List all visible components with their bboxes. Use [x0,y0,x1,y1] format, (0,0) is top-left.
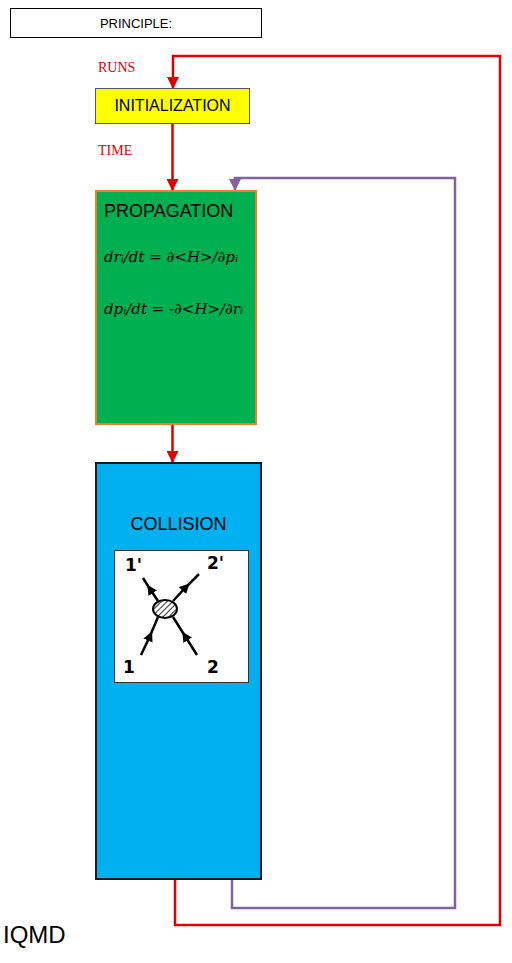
process-box: PROPAGATION drᵢ/dt = ∂<H>/∂pᵢ dpᵢ/dt = -∂<… [95,190,257,425]
particle-number: 2' [207,553,224,573]
loop-label: TIME [98,143,132,159]
loop-label: RUNS [98,60,135,76]
equation: dpᵢ/dt = -∂<H>/∂rᵢ [104,300,243,318]
box-heading: COLLISION [130,514,226,535]
model-name: IQMD [3,921,66,949]
title-box: PRINCIPLE: [10,8,262,38]
flow-arrow [232,178,455,908]
outgoing-line [173,574,199,601]
particle-number: 2 [207,657,219,677]
process-box: INITIALIZATION [95,88,250,124]
equation: drᵢ/dt = ∂<H>/∂pᵢ [104,248,238,266]
incoming-line [173,617,197,655]
incoming-line [141,617,158,655]
box-title: PRINCIPLE: [100,16,172,31]
process-box: COLLISION 1' 2' 1 2 [95,462,262,880]
outgoing-line [143,578,158,601]
box-label: INITIALIZATION [114,97,230,115]
particle-number: 1' [125,555,142,575]
flow-arrow [171,425,174,462]
box-heading: PROPAGATION [104,201,233,222]
particle-number: 1 [123,657,135,677]
illustration-box: 1' 2' 1 2 [114,550,249,683]
flow-arrow [171,124,174,190]
interaction-blob [153,600,177,618]
